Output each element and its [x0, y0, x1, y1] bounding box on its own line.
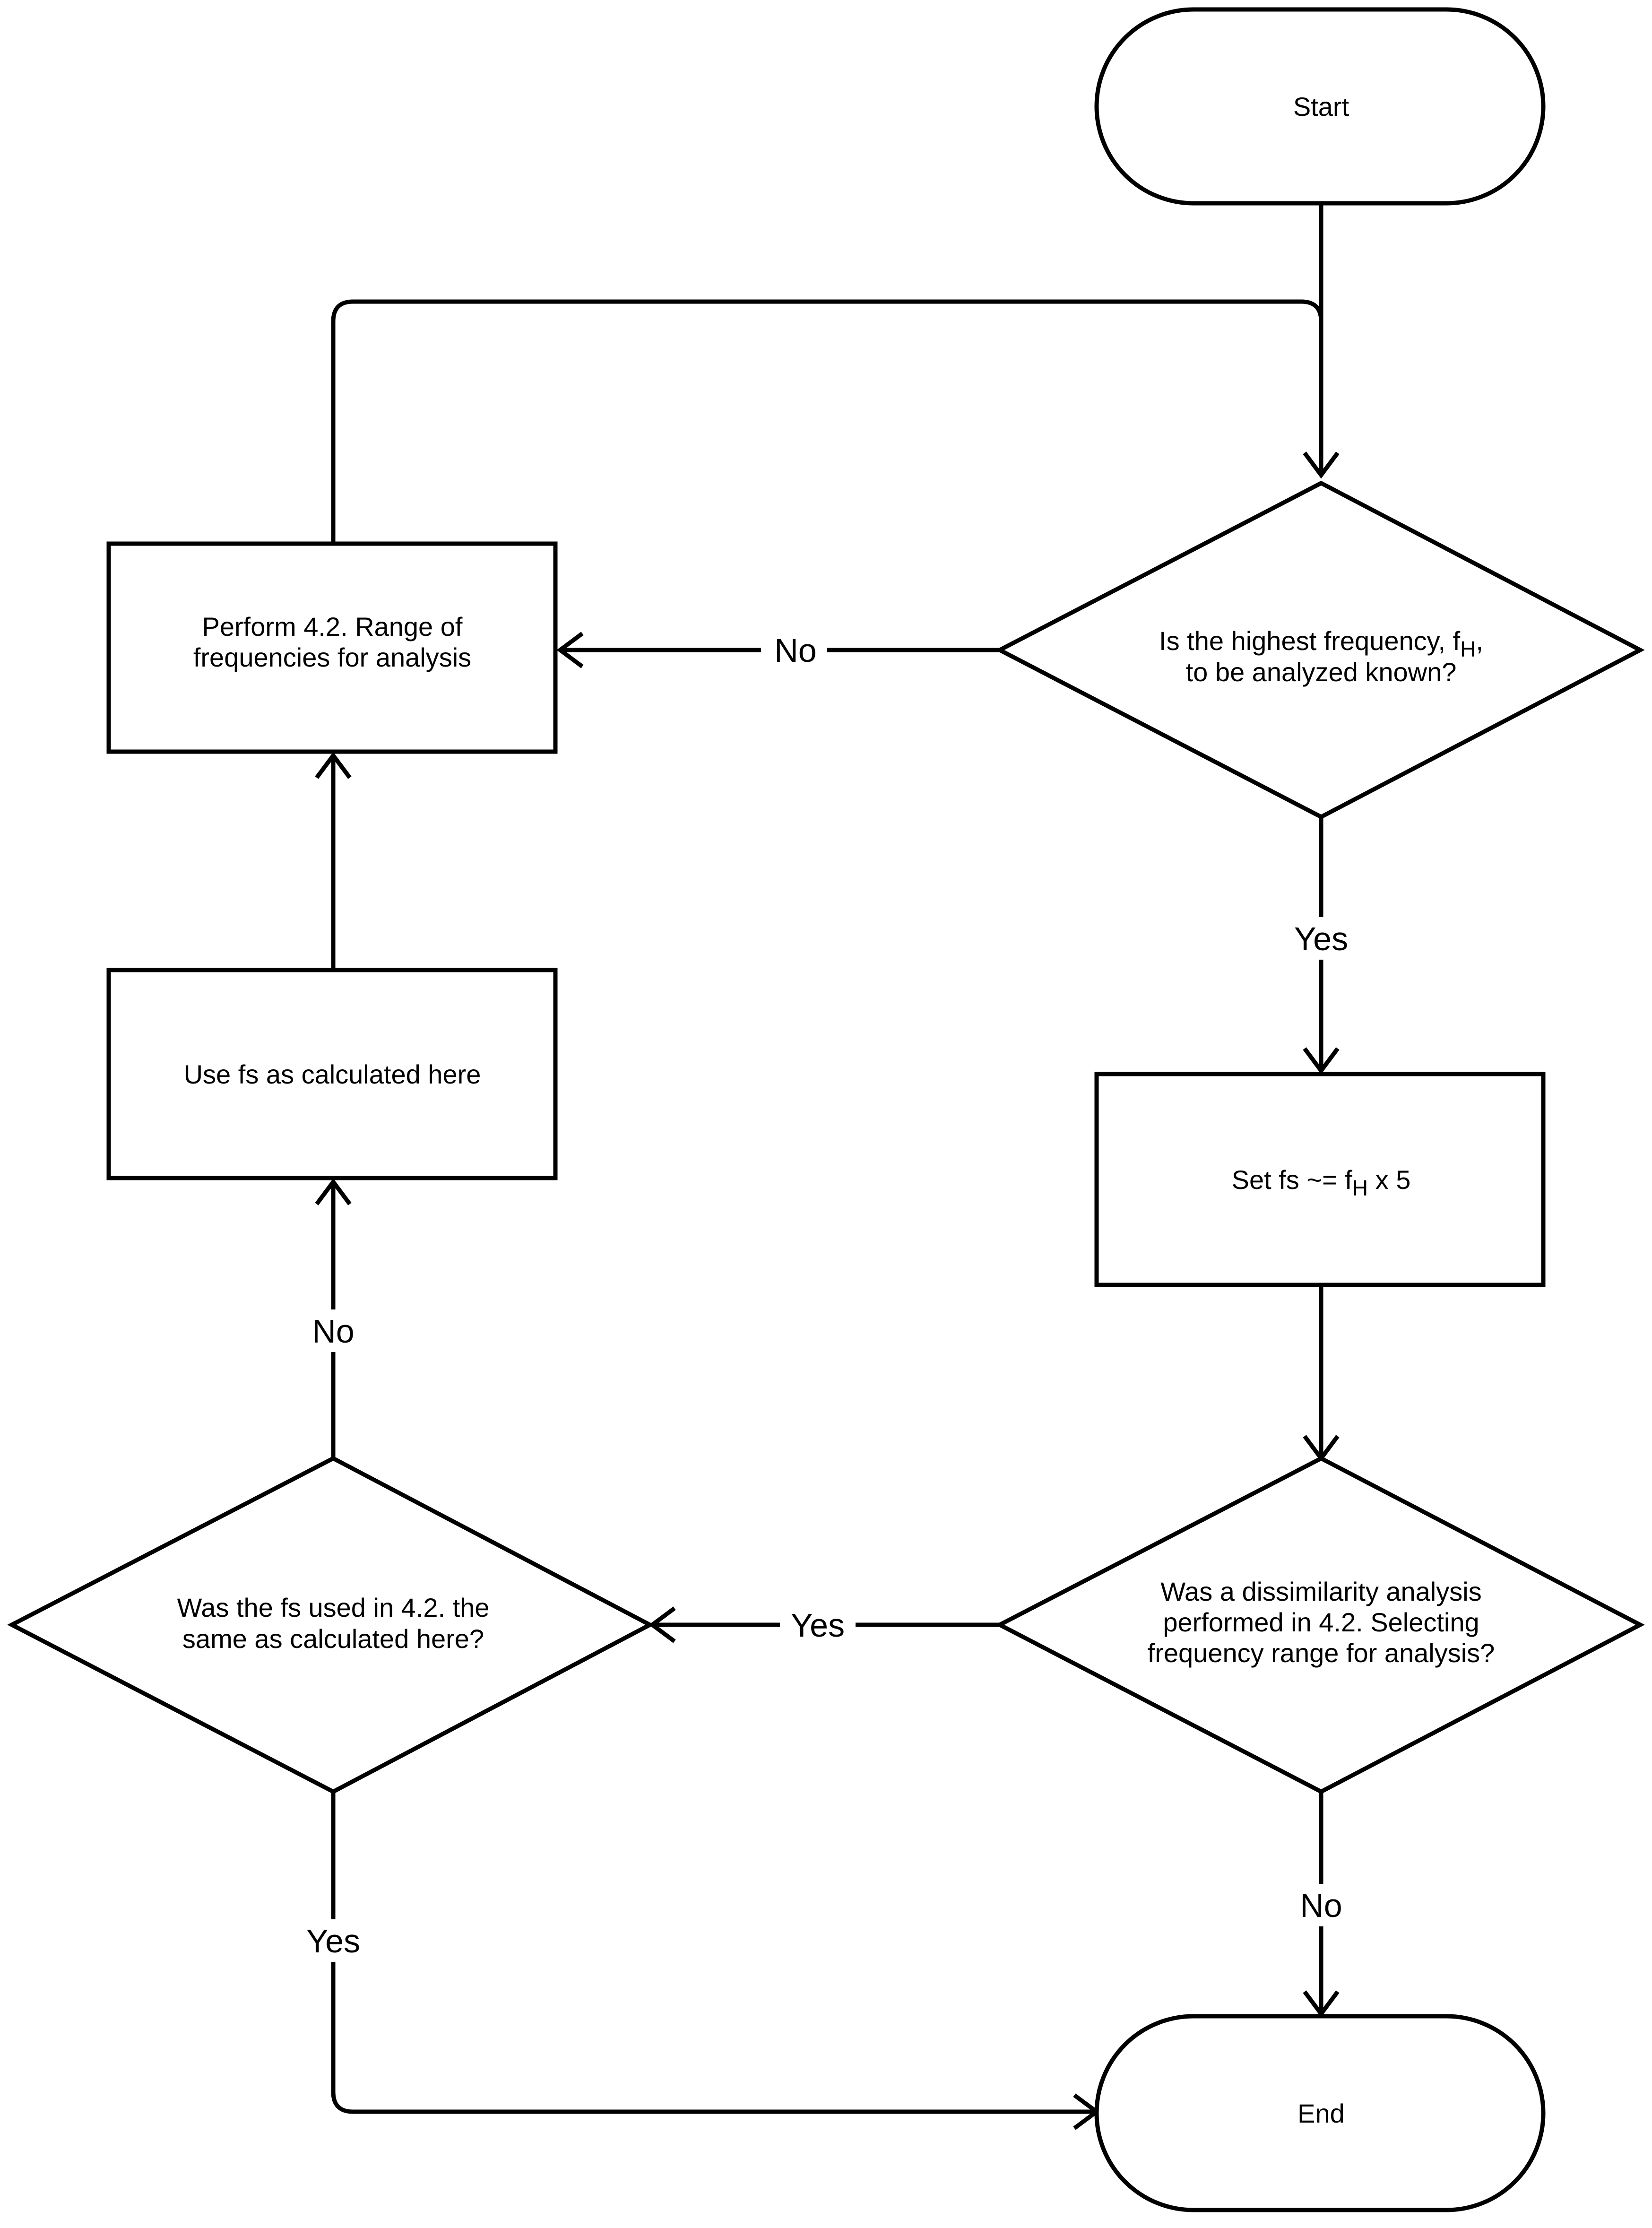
svg-text:Is the highest frequency, fH,: Is the highest frequency, fH,	[1159, 626, 1483, 661]
svg-text:Yes: Yes	[791, 1607, 845, 1644]
set-fs-process: Set fs ~= fH x 5	[1094, 1072, 1546, 1287]
svg-text:Was the fs used in 4.2. the: Was the fs used in 4.2. the	[177, 1593, 490, 1622]
edge-fs-same-yes-to-end	[331, 1792, 1100, 2130]
edge-use-fs-to-perform	[315, 752, 352, 970]
edge-label-dissimilarity-yes: Yes	[780, 1604, 856, 1646]
svg-text:No: No	[774, 632, 816, 669]
svg-text:Perform 4.2. Range of: Perform 4.2. Range of	[202, 612, 463, 642]
svg-text:frequency range for analysis?: frequency range for analysis?	[1148, 1638, 1495, 1668]
edge-label-fs-same-no: No	[300, 1309, 366, 1352]
edge-perform-to-fh-decision-loop	[331, 299, 1323, 544]
dissimilarity-decision: Was a dissimilarity analysis performed i…	[995, 1456, 1645, 1795]
edge-label-fh-decision-no: No	[761, 629, 827, 671]
svg-text:End: End	[1297, 2098, 1345, 2128]
svg-text:performed in 4.2. Selecting: performed in 4.2. Selecting	[1163, 1607, 1479, 1637]
perform-range-process: Perform 4.2. Range of frequencies for an…	[106, 541, 558, 754]
svg-text:Set fs ~= fH x 5: Set fs ~= fH x 5	[1232, 1165, 1411, 1200]
fh-known-decision: Is the highest frequency, fH, to be anal…	[995, 480, 1645, 820]
svg-text:Yes: Yes	[1294, 920, 1348, 957]
edge-set-fs-to-dissimilarity-decision	[1303, 1285, 1340, 1462]
fs-same-decision: Was the fs used in 4.2. the same as calc…	[7, 1456, 655, 1795]
svg-text:to be analyzed known?: to be analyzed known?	[1186, 657, 1457, 687]
edge-start-to-fh-decision	[1303, 203, 1340, 479]
edge-label-fh-decision-yes: Yes	[1286, 917, 1357, 960]
use-fs-process: Use fs as calculated here	[106, 968, 558, 1180]
svg-text:frequencies for analysis: frequencies for analysis	[193, 642, 471, 672]
edge-label-dissimilarity-no: No	[1288, 1884, 1354, 1926]
svg-text:Yes: Yes	[306, 1923, 360, 1959]
svg-text:No: No	[1300, 1887, 1342, 1924]
svg-text:No: No	[312, 1313, 354, 1350]
edge-label-fs-same-yes: Yes	[295, 1919, 371, 1962]
svg-text:Use fs as calculated here: Use fs as calculated here	[184, 1059, 481, 1089]
svg-text:Was a dissimilarity analysis: Was a dissimilarity analysis	[1160, 1577, 1481, 1606]
start-node: Start	[1094, 7, 1546, 206]
svg-text:same as calculated here?: same as calculated here?	[182, 1624, 484, 1654]
svg-text:Start: Start	[1293, 92, 1349, 121]
end-node: End	[1094, 2014, 1546, 2212]
